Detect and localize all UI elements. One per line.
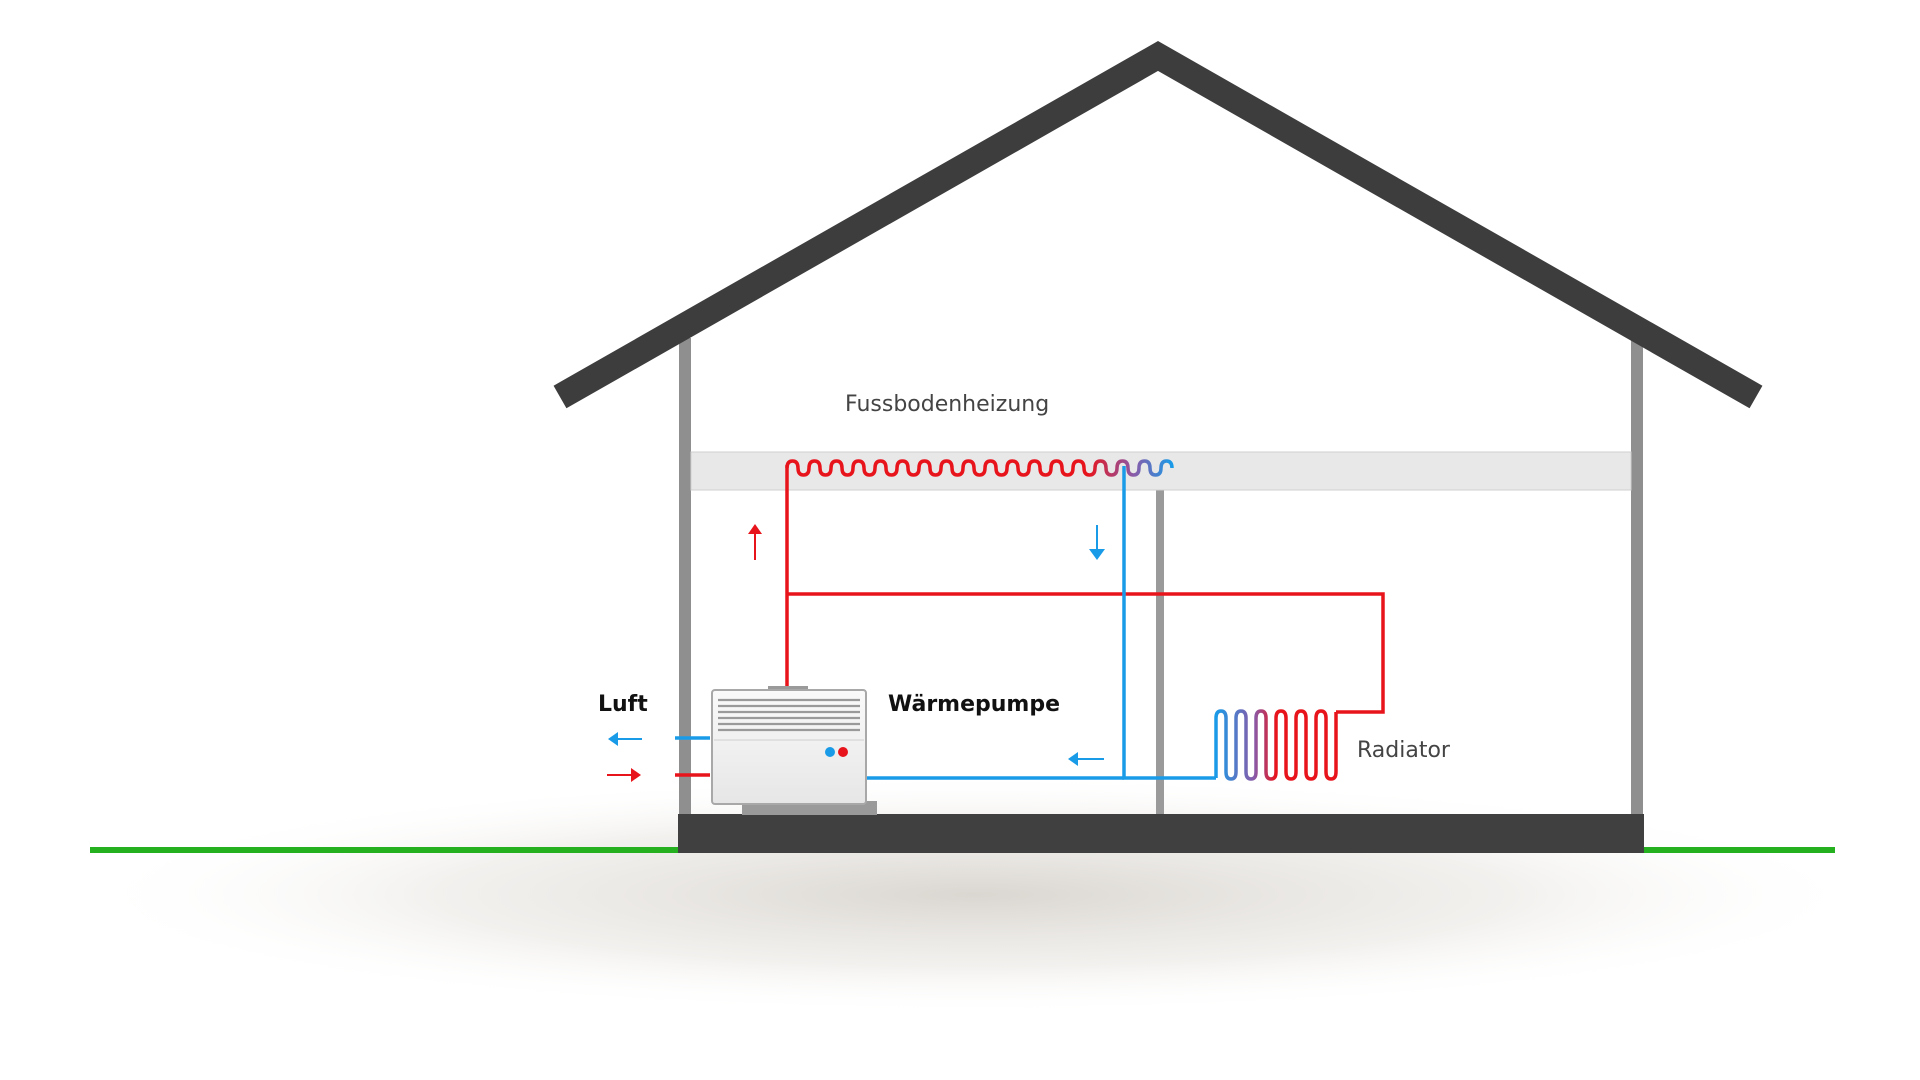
cold-indicator-dot xyxy=(825,747,835,757)
air-label: Luft xyxy=(598,692,648,717)
roof xyxy=(553,41,1763,409)
ground-shadow xyxy=(75,775,1875,1015)
floor-heating-coil xyxy=(785,459,1174,477)
radiator-coil xyxy=(1214,709,1338,781)
flow-up-arrow xyxy=(748,524,762,560)
heat-pump-label: Wärmepumpe xyxy=(888,692,1060,717)
hot-indicator-dot xyxy=(838,747,848,757)
return-pipes xyxy=(675,466,1216,780)
left-wall xyxy=(679,338,691,818)
air-in-arrow-icon xyxy=(607,768,641,782)
supply-pipes xyxy=(675,465,1385,777)
middle-wall xyxy=(1156,490,1164,816)
radiator-label: Radiator xyxy=(1357,738,1451,763)
right-wall xyxy=(1631,338,1643,818)
flow-left-arrow xyxy=(1068,752,1104,766)
floor-heating-label: Fussbodenheizung xyxy=(845,392,1049,417)
foundation xyxy=(678,814,1644,853)
flow-down-arrow xyxy=(1089,525,1105,560)
heat-pump-unit xyxy=(711,686,877,815)
air-out-arrow-icon xyxy=(608,732,642,746)
